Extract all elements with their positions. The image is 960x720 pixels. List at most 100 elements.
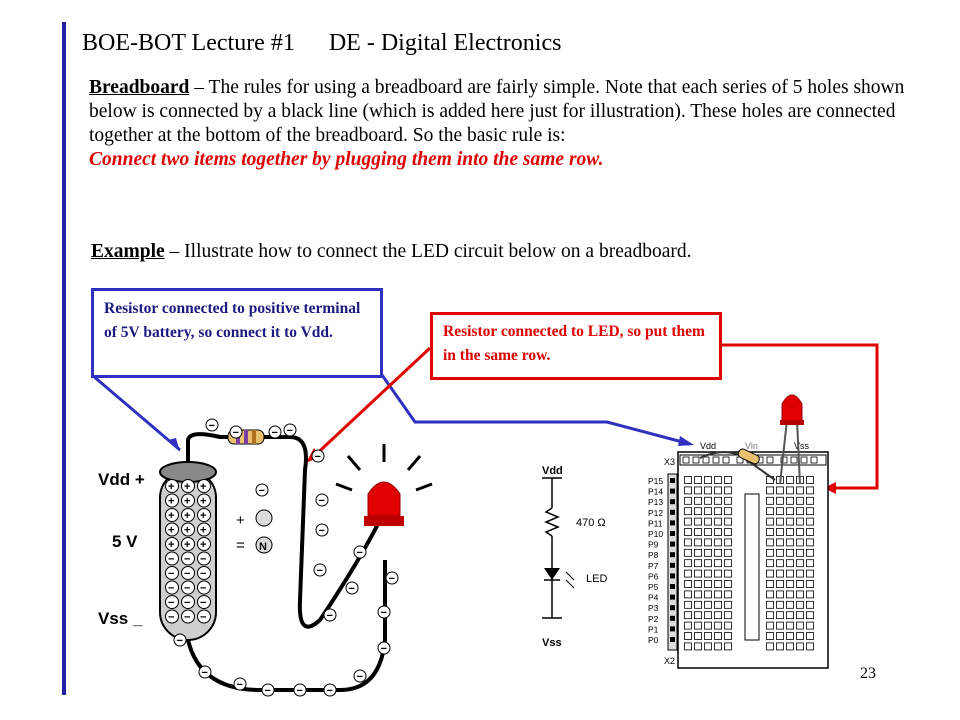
board-hole bbox=[776, 517, 784, 526]
charge-symbol: + bbox=[200, 525, 206, 537]
board-hole bbox=[724, 611, 732, 620]
example-body: – Illustrate how to connect the LED circ… bbox=[164, 241, 692, 262]
charge bbox=[181, 609, 195, 624]
board-hole bbox=[786, 580, 794, 588]
pin-label: P9 bbox=[648, 540, 659, 550]
electron bbox=[283, 423, 297, 437]
board-hole bbox=[724, 600, 732, 609]
board-hole bbox=[766, 621, 774, 630]
board-hole bbox=[704, 590, 712, 599]
pin-label: P15 bbox=[648, 476, 663, 486]
board-hole bbox=[776, 569, 784, 578]
board-hole bbox=[766, 486, 774, 495]
board-hole bbox=[714, 600, 722, 609]
charge-symbol: − bbox=[200, 554, 206, 566]
battery-vdd-label: Vdd + bbox=[98, 470, 145, 489]
board-hole bbox=[806, 507, 814, 516]
board-hole bbox=[776, 548, 784, 557]
schematic-vdd: Vdd bbox=[542, 465, 563, 477]
electron-symbol: − bbox=[287, 425, 293, 437]
board-hole bbox=[776, 611, 784, 620]
pin-label: P8 bbox=[648, 550, 659, 560]
charge-symbol: − bbox=[184, 612, 190, 624]
charge-symbol: + bbox=[184, 481, 190, 493]
red-callout-text: Resistor connected to LED, so put them i… bbox=[443, 323, 705, 364]
board-hole bbox=[704, 538, 712, 547]
header-vin: Vin bbox=[745, 441, 758, 451]
pin-socket bbox=[670, 605, 675, 611]
charge-symbol: + bbox=[184, 510, 190, 522]
charge bbox=[197, 566, 211, 580]
board-hole bbox=[704, 507, 712, 516]
board-hole bbox=[724, 507, 732, 516]
charge bbox=[165, 595, 179, 609]
board-hole bbox=[704, 569, 712, 578]
blue-callout-leader bbox=[91, 373, 691, 452]
battery-circuit-diagram: Vdd + 5 V Vss _ +++++++++++++++−−−−−−−−−… bbox=[98, 418, 433, 697]
pin-label: P12 bbox=[648, 508, 663, 518]
board-hole bbox=[776, 496, 784, 505]
board-hole bbox=[684, 486, 692, 495]
board-hole bbox=[806, 538, 814, 547]
charge bbox=[197, 493, 211, 508]
circuit-wire bbox=[186, 432, 382, 629]
charge bbox=[165, 566, 179, 580]
pin-label: P14 bbox=[648, 487, 663, 497]
board-hole bbox=[694, 600, 702, 609]
board-hole bbox=[786, 632, 794, 640]
board-hole bbox=[776, 538, 784, 547]
board-hole bbox=[684, 632, 692, 640]
board-hole bbox=[796, 611, 804, 620]
schematic-resistor: 470 Ω bbox=[576, 517, 606, 529]
board-hole bbox=[704, 642, 712, 651]
charge bbox=[165, 580, 179, 595]
topic-title: DE - Digital Electronics bbox=[328, 30, 562, 56]
pin-label: P0 bbox=[648, 635, 659, 645]
pin-socket bbox=[670, 562, 675, 568]
electron bbox=[315, 493, 329, 507]
charge bbox=[165, 522, 179, 537]
board-hole bbox=[766, 642, 774, 651]
board-hole bbox=[796, 548, 804, 557]
board-hole bbox=[694, 559, 702, 568]
board-hole bbox=[684, 496, 692, 505]
charge-symbol: − bbox=[168, 583, 174, 595]
board-hole bbox=[694, 569, 702, 578]
electron bbox=[323, 608, 337, 622]
battery-charges: +++++++++++++++−−−−−−−−−−−−−−− bbox=[165, 479, 211, 624]
red-arrowhead-board bbox=[824, 482, 836, 494]
pin-socket bbox=[670, 478, 675, 483]
board-hole bbox=[724, 590, 732, 599]
pin-socket bbox=[670, 509, 675, 515]
board-hole bbox=[684, 507, 692, 516]
board-hole bbox=[694, 621, 702, 630]
board-hole bbox=[694, 476, 702, 484]
board-hole bbox=[724, 528, 732, 536]
board-hole bbox=[714, 538, 722, 547]
board-hole bbox=[704, 632, 712, 640]
electron-symbol: − bbox=[297, 685, 303, 697]
board-hole bbox=[786, 611, 794, 620]
charge-symbol: − bbox=[168, 568, 174, 580]
pin-label: P3 bbox=[648, 603, 659, 613]
charge-symbol: + bbox=[200, 496, 206, 508]
header-vdd: Vdd bbox=[700, 441, 716, 451]
charge-symbol: − bbox=[200, 612, 206, 624]
example-line: Example – Illustrate how to connect the … bbox=[91, 241, 692, 263]
charge bbox=[197, 537, 211, 551]
blue-arrowhead-board bbox=[678, 436, 694, 446]
charge bbox=[165, 551, 179, 566]
pin-socket bbox=[670, 499, 675, 505]
board-hole bbox=[724, 632, 732, 640]
board-hole bbox=[776, 507, 784, 516]
charge-symbol: + bbox=[168, 496, 174, 508]
board-hole bbox=[714, 548, 722, 557]
pin-strip bbox=[667, 473, 678, 651]
left-accent-bar bbox=[62, 22, 66, 695]
charge bbox=[165, 508, 179, 522]
lecture-title: BOE-BOT Lecture #1 bbox=[82, 30, 295, 56]
legend-n: N bbox=[259, 541, 267, 553]
board-hole bbox=[806, 611, 814, 620]
